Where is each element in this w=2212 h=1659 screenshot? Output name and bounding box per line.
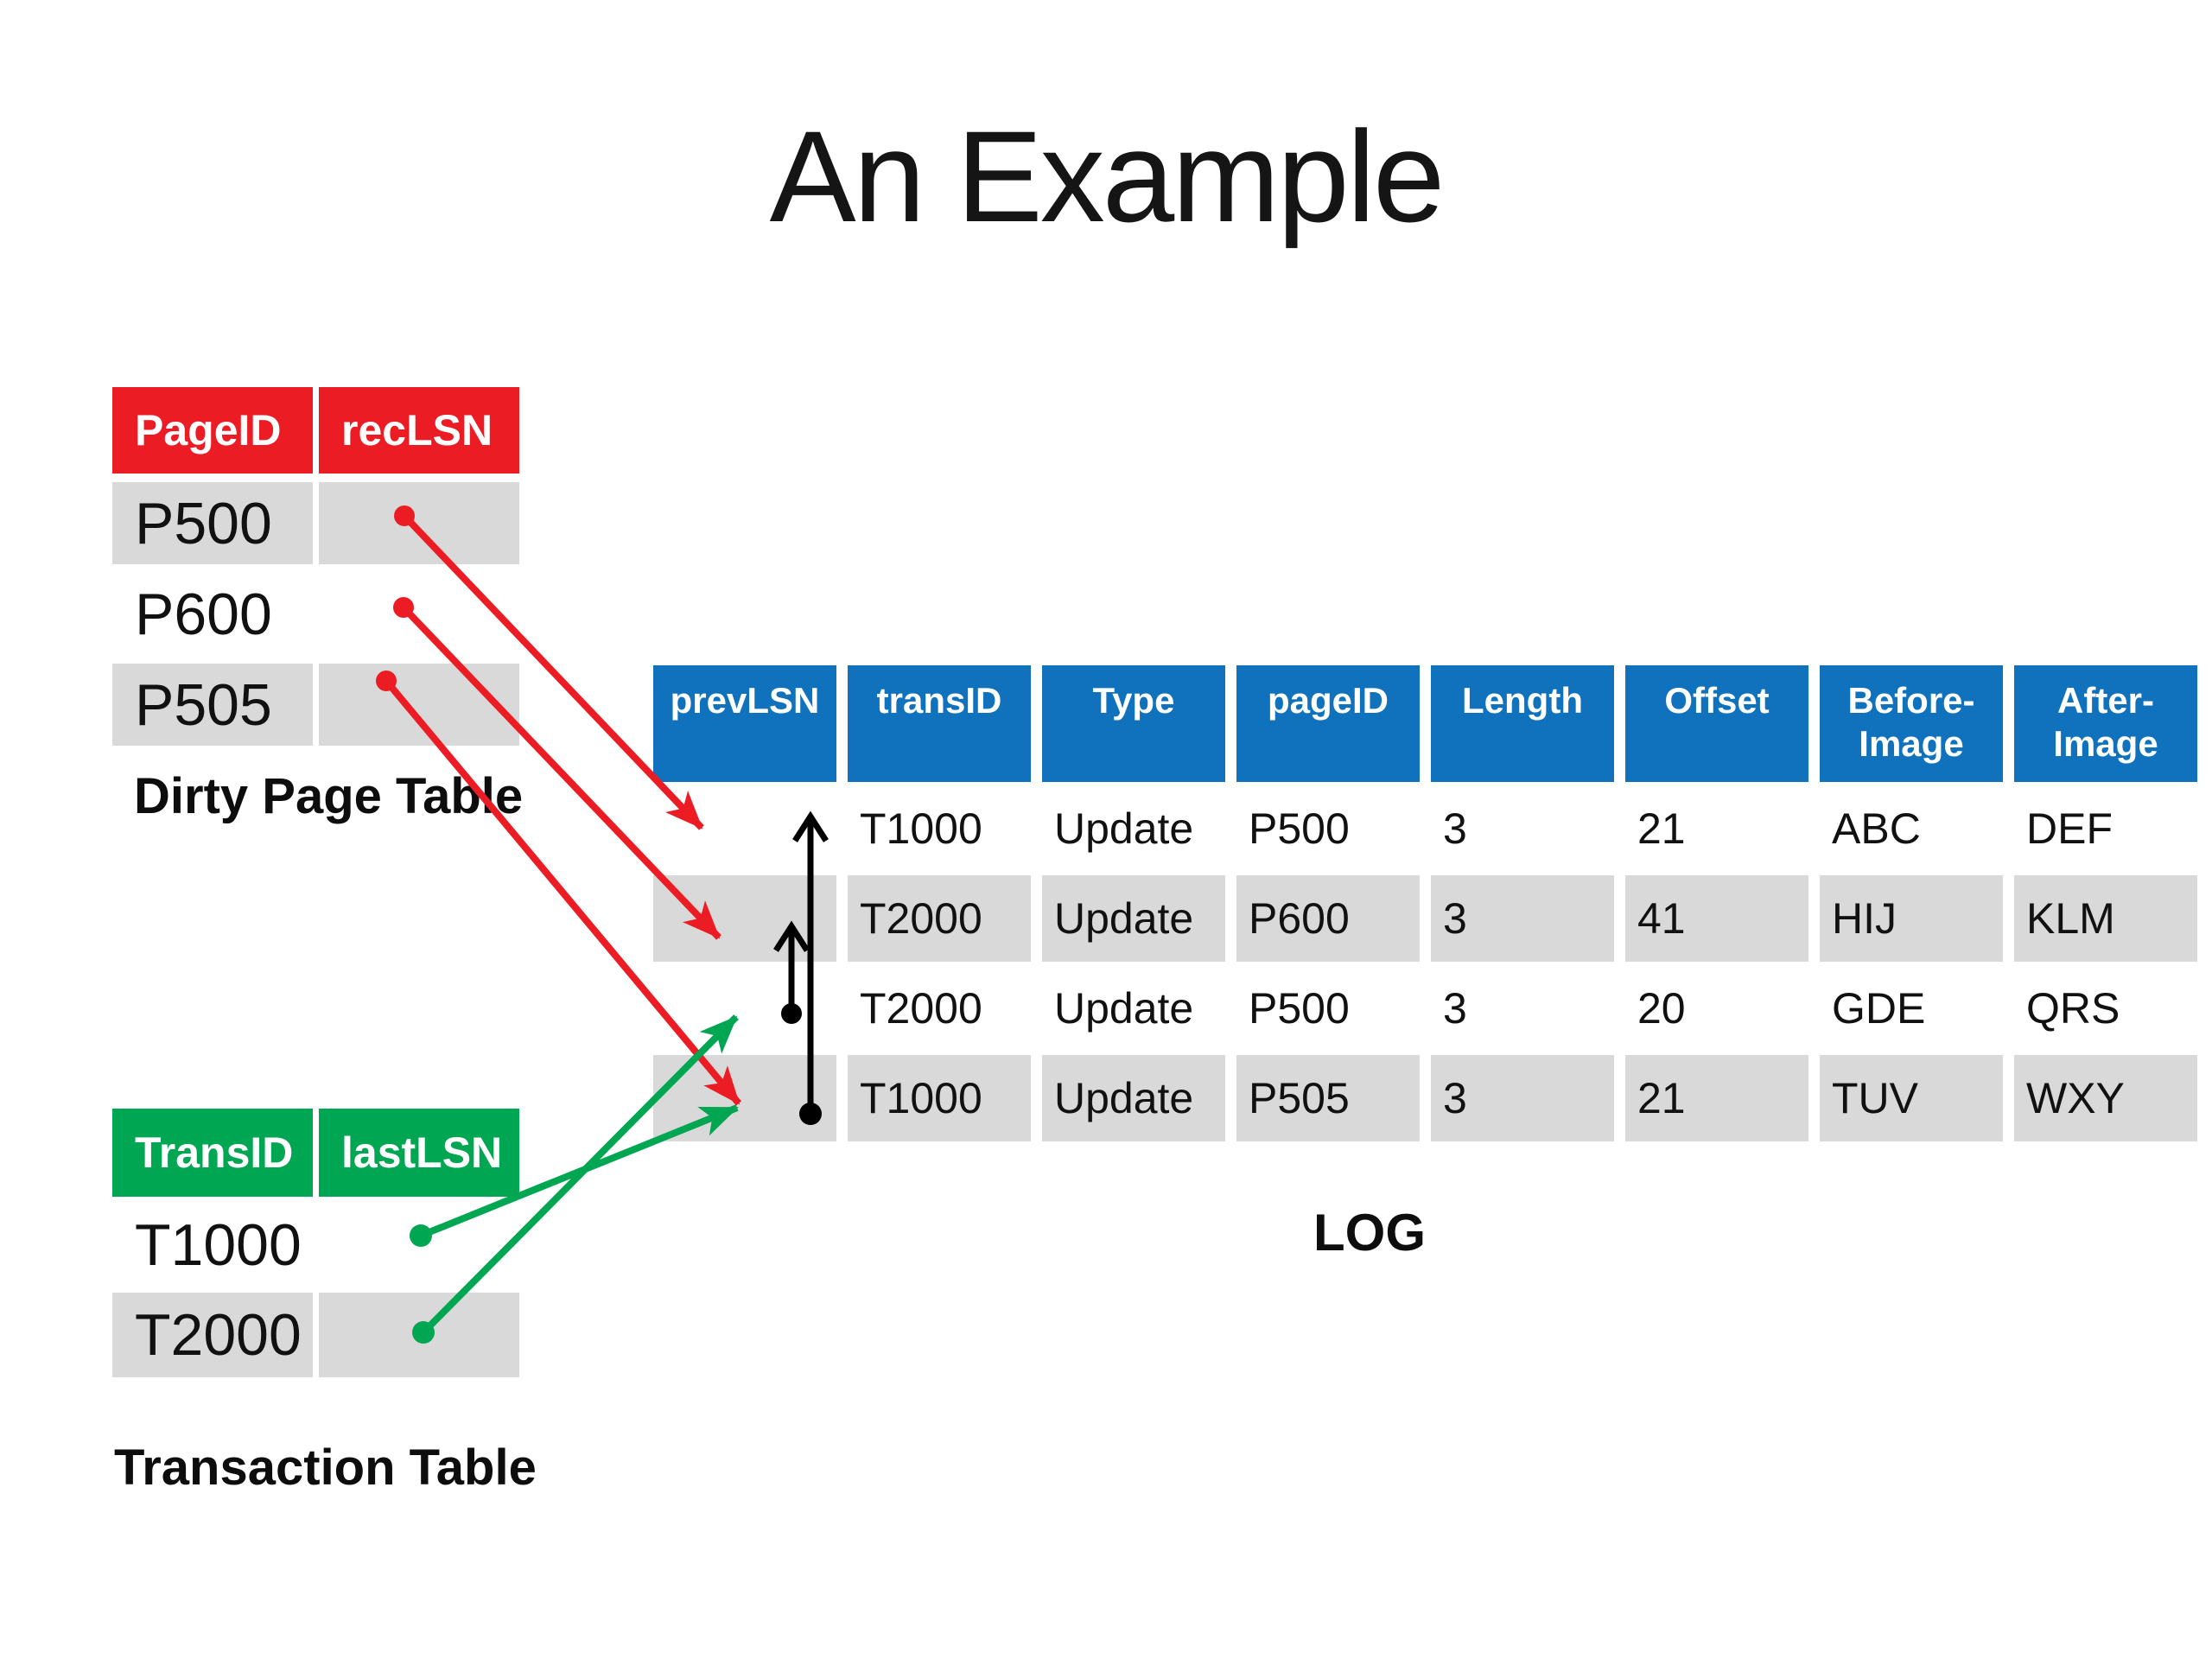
log-header-length: Length	[1431, 665, 1614, 782]
log-r3-transid: T2000	[860, 984, 982, 1033]
log-r3-pageid: P500	[1249, 984, 1350, 1033]
dirty-page-table-caption: Dirty Page Table	[134, 768, 524, 824]
log-r4-after: WXY	[2014, 1055, 2197, 1141]
log-header-type: Type	[1042, 665, 1225, 782]
log-r1-offset: 21	[1637, 804, 1686, 853]
log-table: prevLSN transID Type pageID Length Offse…	[653, 665, 2197, 1141]
log-r2-transid: T2000	[848, 875, 1031, 962]
dirty-page-table: PageID recLSN P500 P600 P505	[112, 387, 519, 746]
log-header-before-image: Before-Image	[1820, 665, 2003, 782]
log-r1-before: ABC	[1832, 804, 1921, 853]
log-header-transid: transID	[848, 665, 1031, 782]
log-r4-offset: 21	[1625, 1055, 1808, 1141]
dpt-cell-reclsn-p500	[319, 482, 519, 564]
transaction-table-caption: Transaction Table	[114, 1440, 537, 1496]
log-r3-after: QRS	[2026, 984, 2120, 1033]
dpt-header-pageid: PageID	[112, 387, 313, 474]
log-r4-transid: T1000	[848, 1055, 1031, 1141]
tt-header-lastlsn: lastLSN	[319, 1109, 519, 1197]
log-header-prevlsn: prevLSN	[653, 665, 836, 782]
dpt-cell-pageid-p505: P505	[112, 664, 313, 746]
log-r1-prevlsn	[653, 785, 836, 873]
tt-cell-transid-t1000: T1000	[135, 1211, 302, 1278]
log-r1-transid: T1000	[860, 804, 982, 853]
slide-title: An Example	[769, 104, 1446, 249]
dpt-header-reclsn: recLSN	[319, 387, 519, 474]
tt-cell-transid-t2000: T2000	[112, 1293, 313, 1377]
log-caption: LOG	[1313, 1204, 1426, 1262]
log-header-after-image: After-Image	[2014, 665, 2197, 782]
log-r1-type: Update	[1054, 804, 1194, 853]
log-r2-pageid: P600	[1236, 875, 1420, 962]
log-r2-before: HIJ	[1820, 875, 2003, 962]
tt-header-transid: TransID	[112, 1109, 313, 1197]
tt-cell-lastlsn-t1000	[319, 1204, 519, 1286]
transaction-table: TransID lastLSN T1000 T2000	[112, 1109, 519, 1377]
log-r4-prevlsn	[653, 1055, 836, 1141]
dpt-cell-pageid-p500: P500	[112, 482, 313, 564]
log-r2-type: Update	[1042, 875, 1225, 962]
log-r3-type: Update	[1054, 984, 1194, 1033]
log-r4-before: TUV	[1820, 1055, 2003, 1141]
log-r4-pageid: P505	[1236, 1055, 1420, 1141]
log-r3-before: GDE	[1832, 984, 1926, 1033]
dpt-cell-reclsn-p600	[319, 573, 519, 655]
log-r3-length: 3	[1443, 984, 1467, 1033]
log-r4-length: 3	[1431, 1055, 1614, 1141]
log-r2-offset: 41	[1625, 875, 1808, 962]
log-header-pageid: pageID	[1236, 665, 1420, 782]
dpt-cell-pageid-p600: P600	[135, 581, 272, 647]
log-r4-type: Update	[1042, 1055, 1225, 1141]
log-r2-prevlsn	[653, 875, 836, 962]
dpt-cell-reclsn-p505	[319, 664, 519, 746]
log-r1-length: 3	[1443, 804, 1467, 853]
tt-cell-lastlsn-t2000	[319, 1293, 519, 1377]
log-header-offset: Offset	[1625, 665, 1808, 782]
log-r2-length: 3	[1431, 875, 1614, 962]
log-r3-offset: 20	[1637, 984, 1686, 1033]
log-r3-prevlsn	[653, 964, 836, 1052]
log-r1-pageid: P500	[1249, 804, 1350, 853]
log-r2-after: KLM	[2014, 875, 2197, 962]
log-r1-after: DEF	[2026, 804, 2113, 853]
